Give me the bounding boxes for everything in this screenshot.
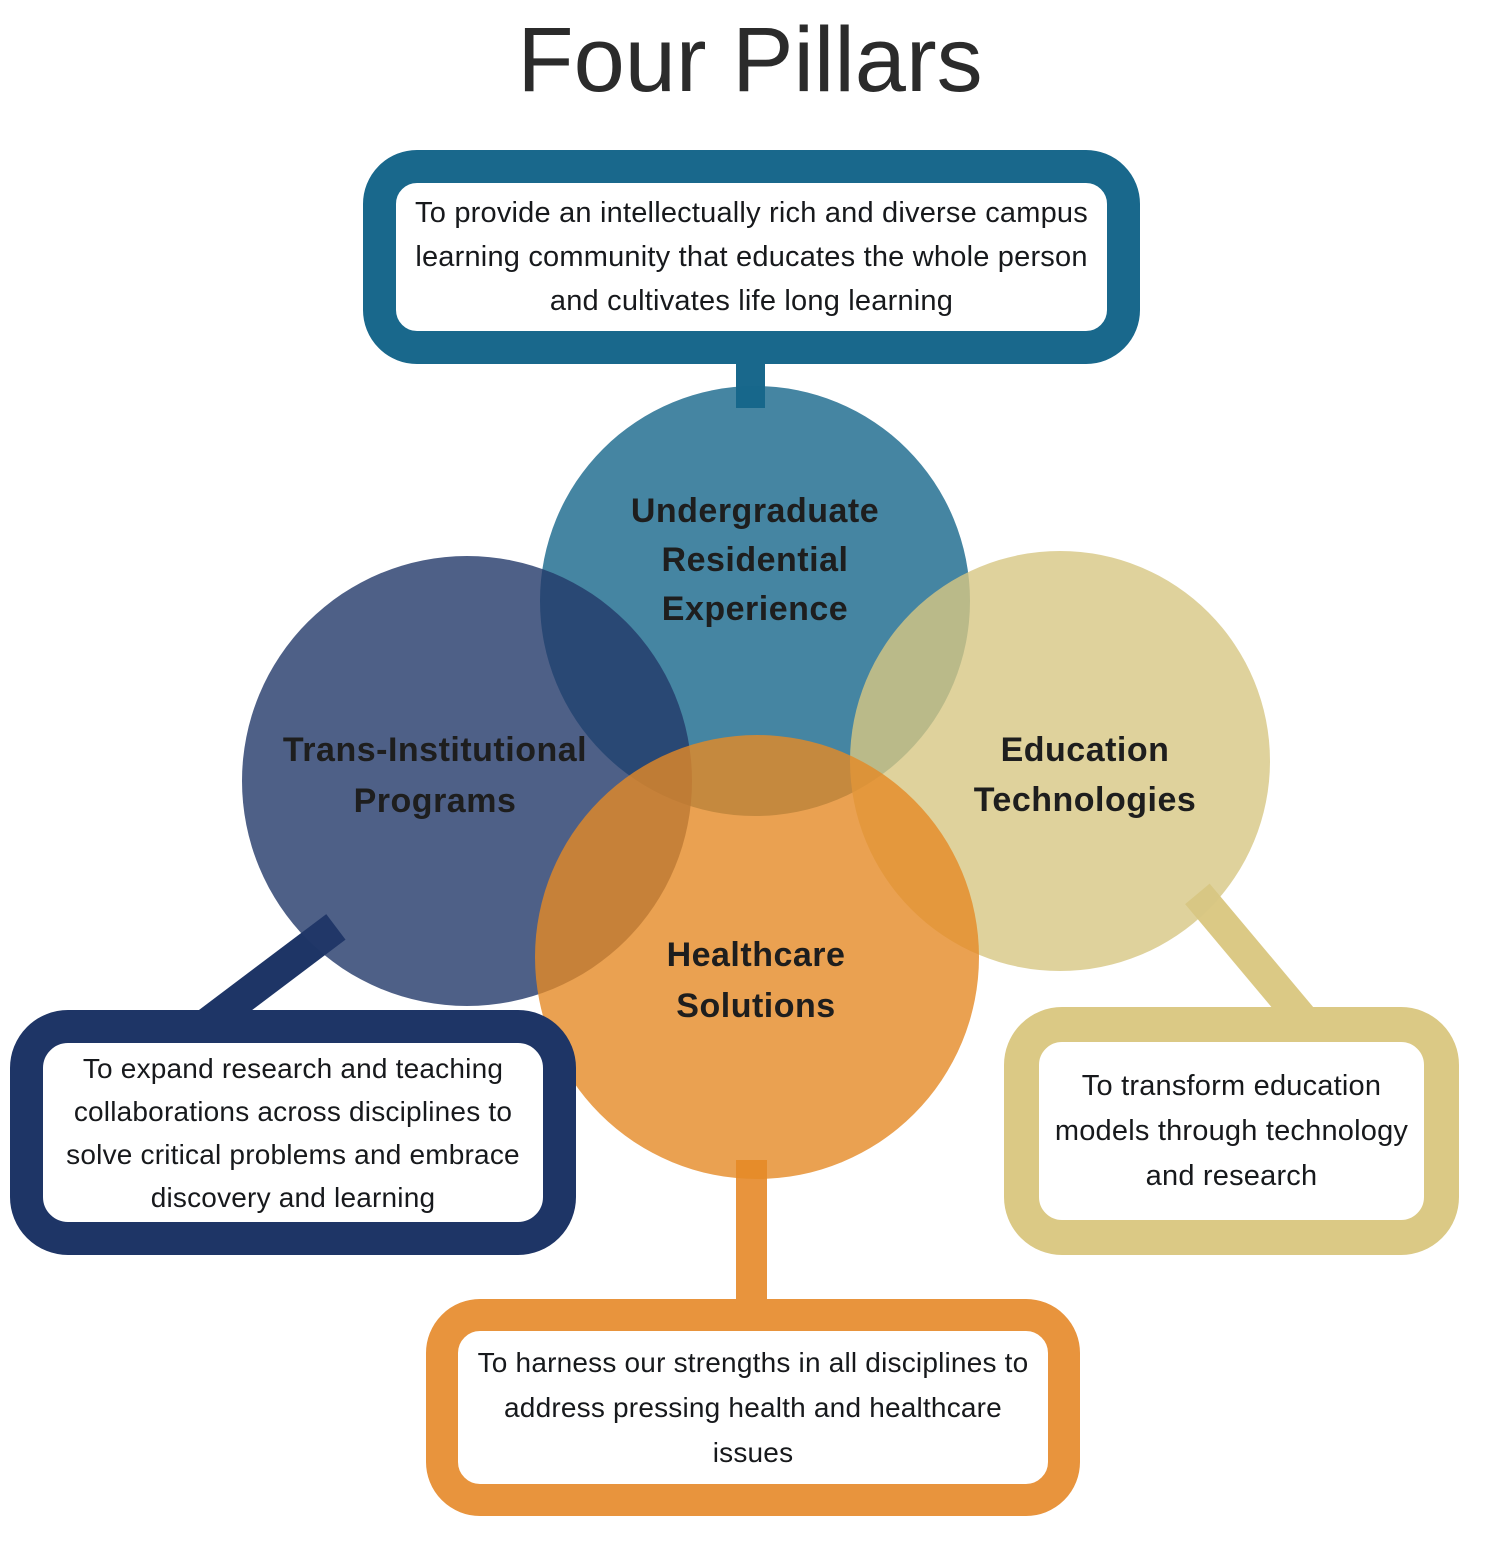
trans-institutional-callout: To expand research and teaching collabor… bbox=[10, 1010, 576, 1255]
page-title: Four Pillars bbox=[517, 9, 983, 111]
healthcare-callout: To harness our strengths in all discipli… bbox=[426, 1299, 1080, 1516]
undergraduate-callout-text: To provide an intellectually rich and di… bbox=[415, 197, 1088, 317]
trans-institutional-circle-label: Trans-Institutional Programs bbox=[282, 731, 588, 820]
trans-institutional-callout-text: To expand research and teaching collabor… bbox=[66, 1052, 520, 1213]
healthcare-circle-label: Healthcare Solutions bbox=[666, 936, 846, 1025]
education-technologies-callout: To transform education models through te… bbox=[1004, 1007, 1459, 1255]
healthcare-circle bbox=[535, 735, 979, 1179]
healthcare-callout-text: To harness our strengths in all discipli… bbox=[477, 1347, 1029, 1468]
education-technologies-callout-text: To transform education models through te… bbox=[1054, 1069, 1409, 1192]
healthcare-connector bbox=[736, 1160, 767, 1310]
education-technologies-circle-label: Education Technologies bbox=[973, 731, 1197, 819]
undergraduate-callout: To provide an intellectually rich and di… bbox=[363, 150, 1140, 364]
undergraduate-circle-label: Undergraduate Residential Experience bbox=[630, 492, 880, 628]
